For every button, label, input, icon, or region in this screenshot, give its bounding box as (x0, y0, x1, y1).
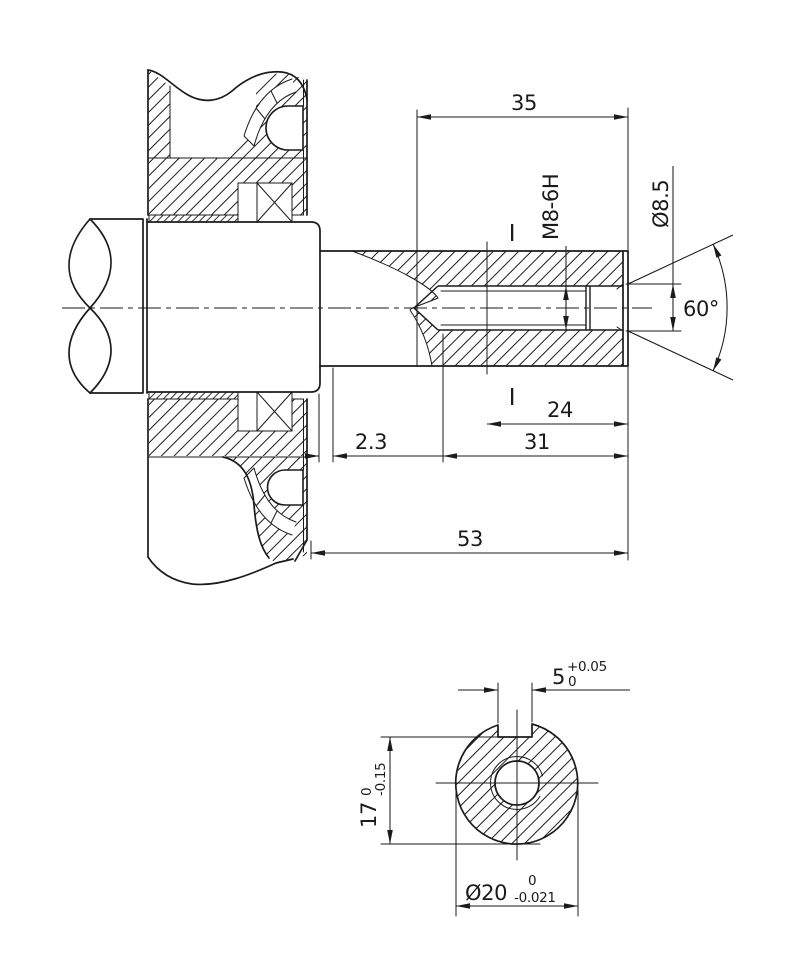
seal-strip-upper (149, 215, 238, 222)
dim-key-depth-tol-upper: 0 (359, 788, 375, 796)
dim-2-3: 2.3 (355, 430, 387, 454)
shaft-end-outline (454, 723, 579, 845)
shaft-break-line (68, 218, 112, 394)
dim-shaft-dia-tol-upper: 0 (528, 873, 536, 889)
dim-keyway-tol-lower: 0 (568, 674, 576, 690)
dim-counterbore: Ø8.5 (649, 180, 673, 228)
crankshaft (62, 218, 652, 394)
shaft-large-diameter (146, 221, 321, 393)
section-mark-top: I (509, 221, 515, 247)
dim-angle: 60° (683, 297, 719, 321)
seal-pocket-lower (266, 469, 304, 506)
end-section-view: 5 +0.05 0 17 0 -0.15 Ø20 0 -0.021 (357, 659, 630, 917)
dim-53: 53 (457, 527, 483, 551)
dim-thread-callout: M8-6H (539, 174, 563, 240)
casting-break-top (147, 69, 308, 102)
casting-break-bottom (147, 556, 294, 586)
bearing-cross-icon (256, 391, 293, 432)
seal-strip-lower (149, 392, 238, 399)
shaft-end-section-hatch (455, 724, 578, 845)
dim-31: 31 (524, 430, 550, 454)
dim-24: 24 (547, 398, 573, 422)
housing-lower-section (147, 391, 308, 586)
dim-key-depth-tol-lower: -0.15 (373, 763, 389, 796)
bearing-cross-icon (256, 182, 293, 223)
shaft-break-line (68, 218, 112, 394)
dim-keyway-tol-upper: +0.05 (567, 659, 607, 675)
bearing-upper (238, 183, 292, 222)
dim-shaft-diameter: Ø20 (465, 881, 507, 905)
dim-35: 35 (511, 91, 537, 115)
bearing-lower (238, 392, 292, 431)
section-break-line (351, 250, 439, 367)
main-section-view: 35 M8-6H Ø8.5 60° I I 24 (62, 69, 734, 586)
housing-upper-section (147, 69, 308, 223)
dimensions-end-view: 5 +0.05 0 17 0 -0.15 Ø20 0 -0.021 (357, 659, 630, 917)
seal-pocket-upper (265, 105, 304, 151)
angle-arc (712, 243, 728, 372)
section-mark-bottom: I (509, 385, 515, 411)
local-section-hatch (352, 251, 623, 366)
dim-keyway-width: 5 (552, 665, 565, 689)
dim-shaft-dia-tol-lower: -0.021 (514, 890, 556, 906)
dim-key-depth: 17 (357, 802, 381, 828)
dimensions-main-view: 35 M8-6H Ø8.5 60° I I 24 (305, 91, 734, 561)
